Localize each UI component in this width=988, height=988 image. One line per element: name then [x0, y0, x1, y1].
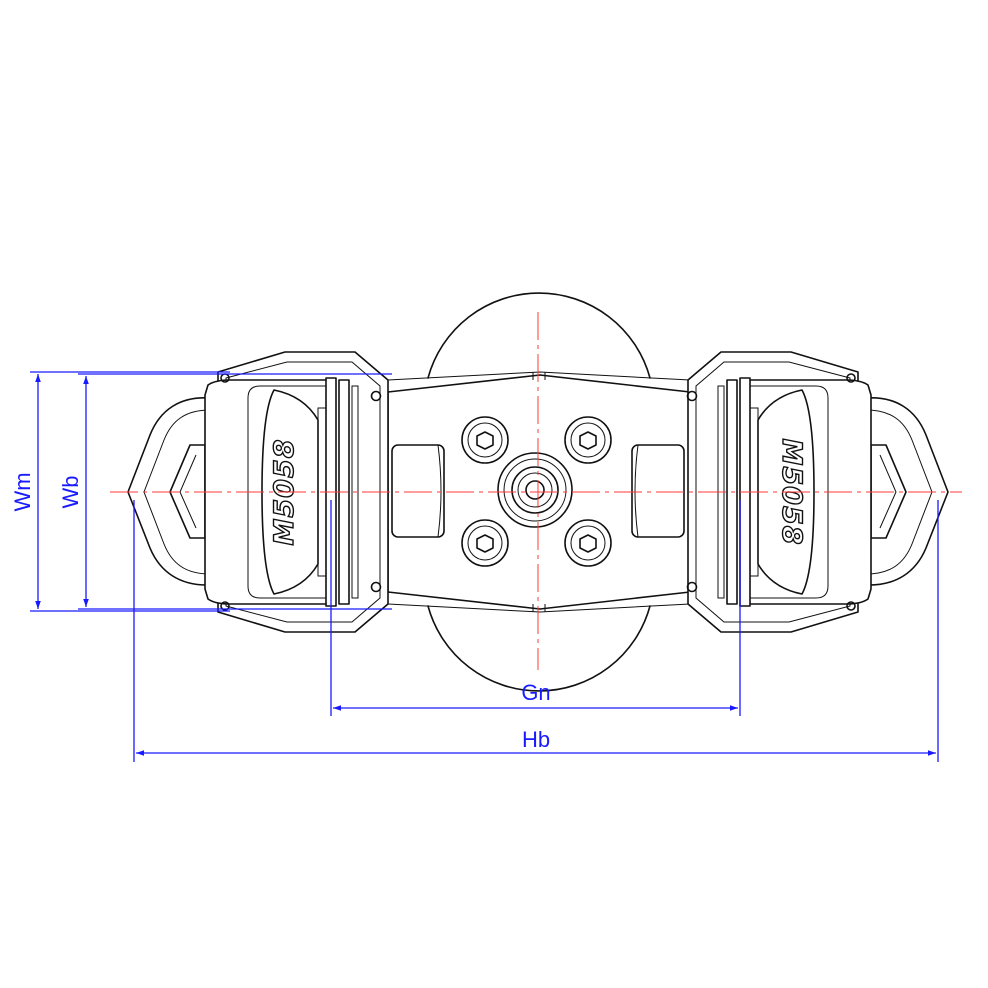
right-shackle-loop: [865, 397, 949, 586]
dimension-wm: Wm: [10, 371, 230, 612]
dimension-label-wb: Wb: [58, 476, 83, 509]
dimension-wb: Wb: [58, 373, 392, 610]
dimension-hb: Hb: [133, 500, 939, 762]
dimension-label-gn: Gn: [521, 680, 550, 705]
dimension-gn: Gn: [330, 500, 741, 716]
bolt-top-right: [564, 416, 612, 464]
bolt-top-left: [461, 416, 509, 464]
dimension-label-wm: Wm: [10, 472, 35, 511]
centerlines: [110, 312, 962, 670]
axle-block-left: [391, 444, 445, 538]
left-shackle-loop: [127, 397, 211, 586]
bolt-bottom-right: [564, 519, 612, 567]
sheave-wheel: [427, 292, 651, 692]
bolt-bottom-left: [461, 519, 509, 567]
axle-block-right: [631, 444, 685, 538]
dimension-label-hb: Hb: [522, 727, 550, 752]
center-hub: [497, 452, 573, 528]
